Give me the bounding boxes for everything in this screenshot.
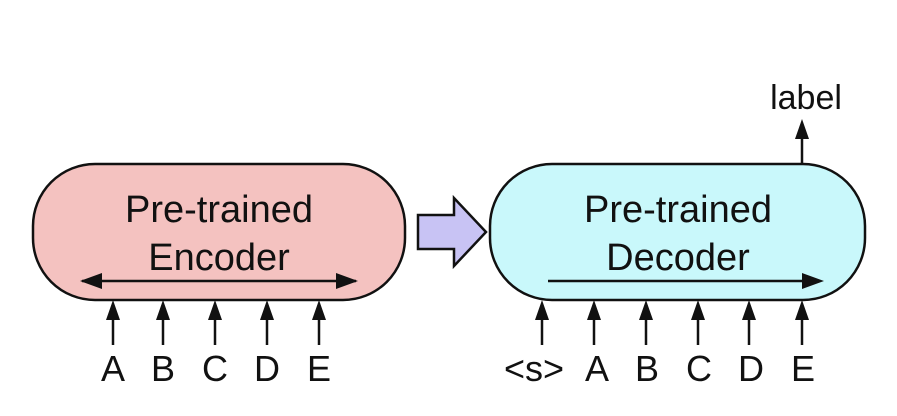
transition-arrow: [416, 194, 488, 270]
decoder-input-token: <s>: [504, 348, 564, 389]
encoder-input-arrow: [106, 300, 120, 345]
output-label: label: [770, 79, 842, 117]
decoder-input-arrow: [691, 300, 705, 345]
decoder-input-arrow: [535, 300, 549, 345]
decoder-input-arrow: [795, 300, 809, 345]
decoder-input-token: E: [791, 348, 815, 389]
decoder-box: [488, 162, 867, 302]
encoder-title-line1: Pre-trained: [125, 189, 313, 231]
encoder-input-token: C: [202, 348, 228, 389]
decoder-title-line1: Pre-trained: [584, 189, 772, 231]
decoder-input-token: D: [738, 348, 764, 389]
encoder-input-token: D: [254, 348, 280, 389]
encoder-inputs: A B C D E: [101, 300, 331, 389]
encoder-title-line2: Encoder: [148, 237, 290, 279]
encoder-input-token: A: [101, 348, 125, 389]
decoder-input-arrow: [742, 300, 756, 345]
decoder-block: Pre-trained Decoder: [488, 162, 867, 302]
decoder-input-arrow: [587, 300, 601, 345]
decoder-input-arrow: [639, 300, 653, 345]
decoder-input-token: A: [585, 348, 609, 389]
encoder-input-arrow: [312, 300, 326, 345]
decoder-input-token: C: [686, 348, 712, 389]
encoder-input-arrow: [156, 300, 170, 345]
encoder-box: [31, 162, 407, 302]
decoder-arrowhead-right: [802, 273, 824, 289]
encoder-input-arrow: [208, 300, 222, 345]
encoder-input-arrow: [260, 300, 274, 345]
decoder-output: label: [770, 79, 842, 164]
encoder-input-token: E: [307, 348, 331, 389]
encoder-arrowhead-left: [80, 273, 102, 289]
encoder-block: Pre-trained Encoder: [31, 162, 407, 302]
decoder-title-line2: Decoder: [606, 237, 750, 279]
encoder-arrowhead-right: [336, 273, 358, 289]
encoder-input-token: B: [151, 348, 175, 389]
decoder-inputs: <s> A B C D E: [504, 300, 815, 389]
decoder-input-token: B: [635, 348, 659, 389]
output-arrowhead: [795, 119, 809, 139]
